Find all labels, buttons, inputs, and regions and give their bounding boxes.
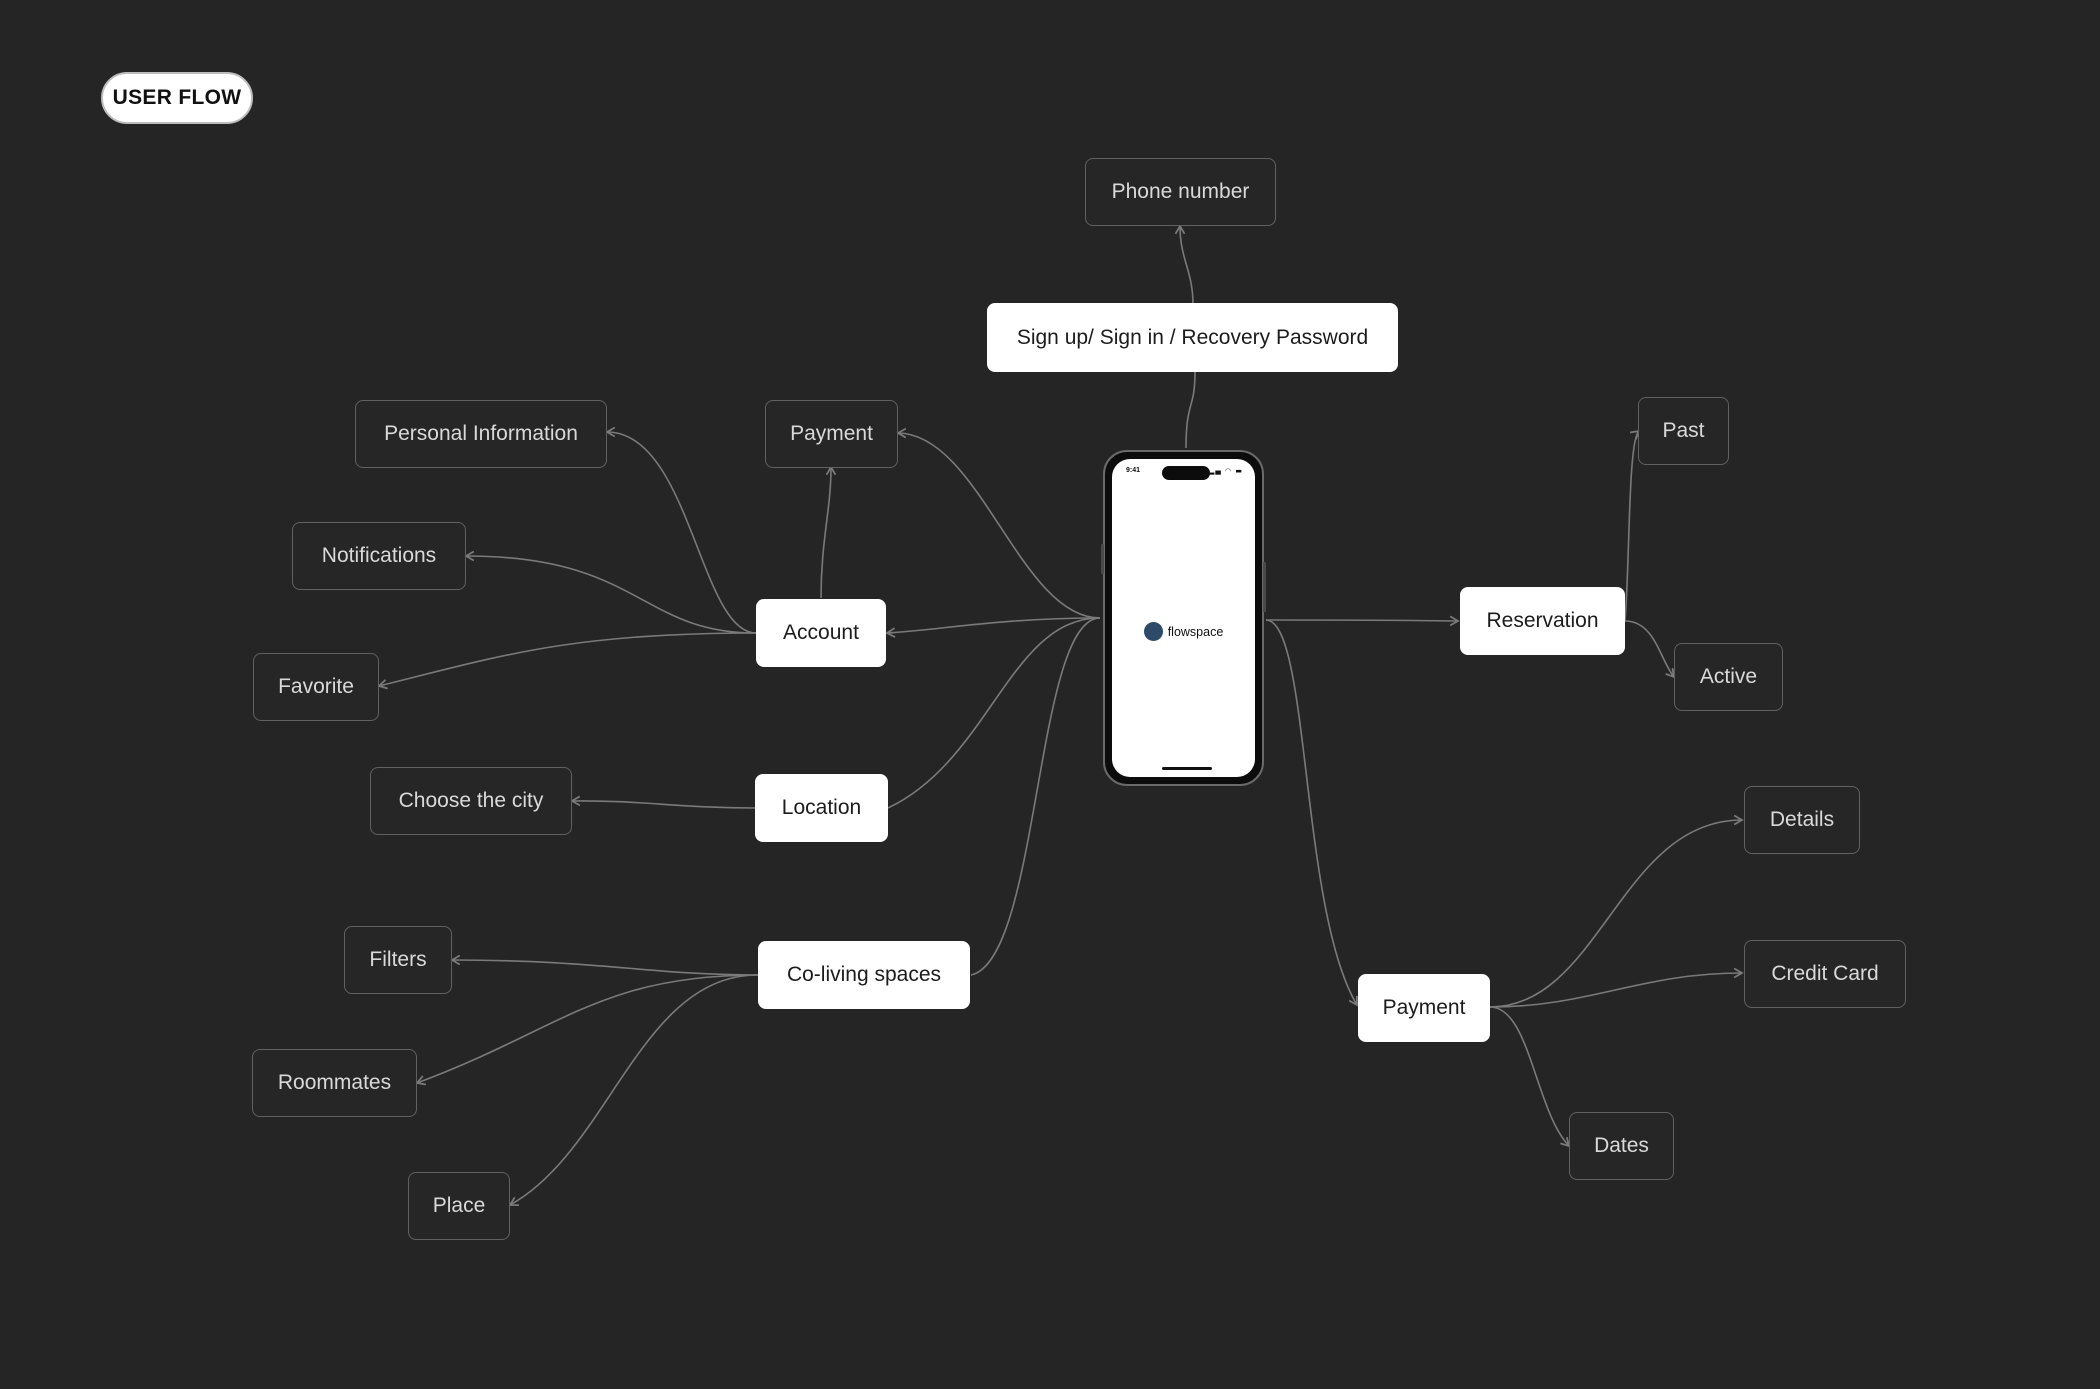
user-flow-badge: USER FLOW	[101, 72, 253, 124]
edge-account-personal-information	[605, 426, 757, 634]
edge-phone-account-payment	[896, 427, 1101, 619]
edge-account-notifications	[464, 550, 757, 634]
circle-logo-icon	[1143, 622, 1163, 641]
node-past[interactable]: Past	[1638, 397, 1729, 465]
edge-phone-account	[885, 617, 1101, 638]
edge-signup-phone-number	[1174, 224, 1194, 306]
phone-screen: 9:41 ▂▄ ◠ ▬ flowspace	[1112, 459, 1255, 777]
node-details[interactable]: Details	[1744, 786, 1860, 854]
dynamic-island	[1162, 466, 1210, 480]
node-roommates[interactable]: Roommates	[252, 1049, 417, 1117]
edge-phone-coliving	[970, 617, 1101, 976]
node-account-payment[interactable]: Payment	[765, 400, 898, 468]
edge-coliving-roommates	[415, 974, 759, 1086]
edge-reservation-past	[1624, 429, 1641, 622]
app-logo: flowspace	[1112, 622, 1255, 641]
edge-coliving-filters	[450, 954, 759, 976]
node-phone-number[interactable]: Phone number	[1085, 158, 1276, 226]
node-choose-city[interactable]: Choose the city	[370, 767, 572, 835]
status-time: 9:41	[1126, 467, 1141, 474]
edge-location-choose-city	[570, 795, 756, 809]
edge-reservation-active	[1624, 620, 1676, 679]
node-account[interactable]: Account	[756, 599, 886, 667]
node-active[interactable]: Active	[1674, 643, 1783, 711]
edge-phone-reservation	[1265, 615, 1460, 627]
node-signup[interactable]: Sign up/ Sign in / Recovery Password	[987, 303, 1398, 372]
edge-phone-payment	[1265, 619, 1358, 1007]
home-indicator	[1162, 767, 1212, 770]
edge-payment-credit-card	[1489, 967, 1744, 1008]
edge-account-account-payment	[820, 465, 837, 599]
node-location[interactable]: Location	[755, 774, 888, 842]
status-icons: ▂▄ ◠ ▬	[1209, 467, 1243, 475]
node-favorite[interactable]: Favorite	[253, 653, 379, 721]
node-notifications[interactable]: Notifications	[292, 522, 466, 590]
logo-text: flowspace	[1167, 624, 1224, 639]
node-credit-card[interactable]: Credit Card	[1744, 940, 1906, 1008]
edge-account-favorite	[377, 632, 757, 690]
edge-phone-signup	[1185, 371, 1196, 449]
edge-payment-details	[1489, 814, 1744, 1008]
edge-coliving-place	[508, 974, 759, 1207]
edge-payment-dates	[1489, 1006, 1571, 1148]
node-payment[interactable]: Payment	[1358, 974, 1490, 1042]
phone-mockup: 9:41 ▂▄ ◠ ▬ flowspace	[1101, 450, 1266, 786]
phone-side-button	[1101, 544, 1104, 574]
phone-side-button	[1263, 562, 1266, 612]
node-coliving-spaces[interactable]: Co-living spaces	[758, 941, 970, 1009]
node-dates[interactable]: Dates	[1569, 1112, 1674, 1180]
edge-phone-location	[887, 617, 1101, 809]
node-reservation[interactable]: Reservation	[1460, 587, 1625, 655]
node-place[interactable]: Place	[408, 1172, 510, 1240]
node-personal-information[interactable]: Personal Information	[355, 400, 607, 468]
node-filters[interactable]: Filters	[344, 926, 452, 994]
